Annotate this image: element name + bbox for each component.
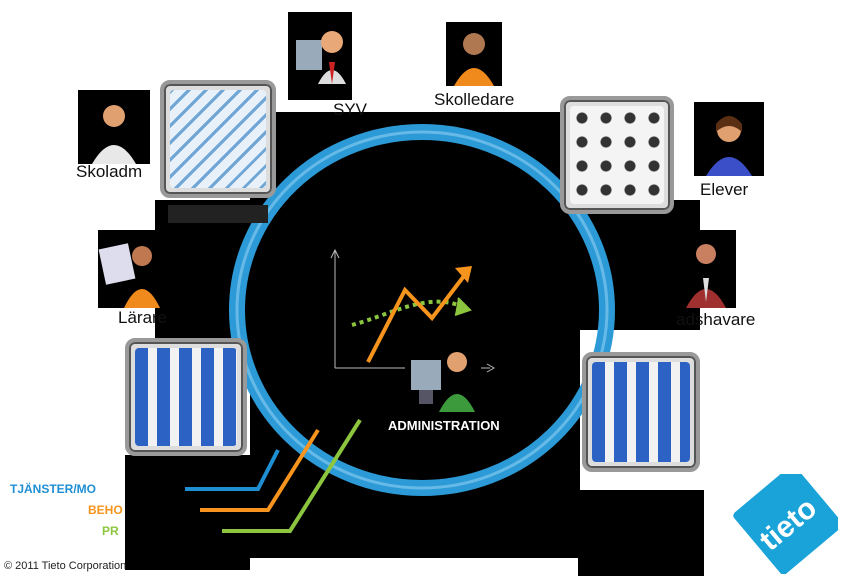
tile-bottom-right: [582, 352, 700, 472]
tile-top-left-shadow: [168, 205, 268, 223]
avatar-skolledare: [446, 22, 502, 86]
avatar-administration: [405, 340, 481, 412]
tieto-logo: tieto: [728, 465, 843, 575]
role-syv-label: SYV: [333, 100, 368, 119]
role-handlaggare-label: adshavare: [676, 310, 756, 329]
green-trend-arrow: [351, 299, 466, 327]
tile-bottom-left: [125, 338, 247, 456]
copyright-text: © 2011 Tieto Corporation: [4, 560, 127, 572]
role-skoladm-label: Skoladm: [76, 162, 143, 181]
avatar-larare: [98, 230, 162, 308]
avatar-syv: [288, 12, 352, 100]
avatar-elever: [694, 102, 764, 176]
role-elever-label: Elever: [700, 180, 749, 199]
bottom-left-block: [125, 455, 250, 570]
legend-line3: PR: [102, 524, 119, 538]
role-larare-label: Lärare: [118, 308, 168, 327]
bottom-right-block: [578, 490, 704, 576]
tile-top-left: [160, 80, 276, 198]
role-skolledare-label: Skolledare: [434, 90, 515, 109]
legend-blue-line: [185, 449, 280, 491]
legend-line1: TJÄNSTER/MO: [10, 482, 97, 496]
administration-label: ADMINISTRATION: [388, 418, 500, 433]
legend-orange-line: [200, 428, 320, 512]
legend-green-line: [222, 418, 362, 533]
legend-line2: BEHO: [88, 503, 123, 517]
orange-trend-arrow: [366, 270, 469, 363]
tile-top-right: [560, 96, 674, 214]
avatar-handlaggare: [676, 230, 736, 308]
avatar-skoladm: [78, 90, 150, 164]
